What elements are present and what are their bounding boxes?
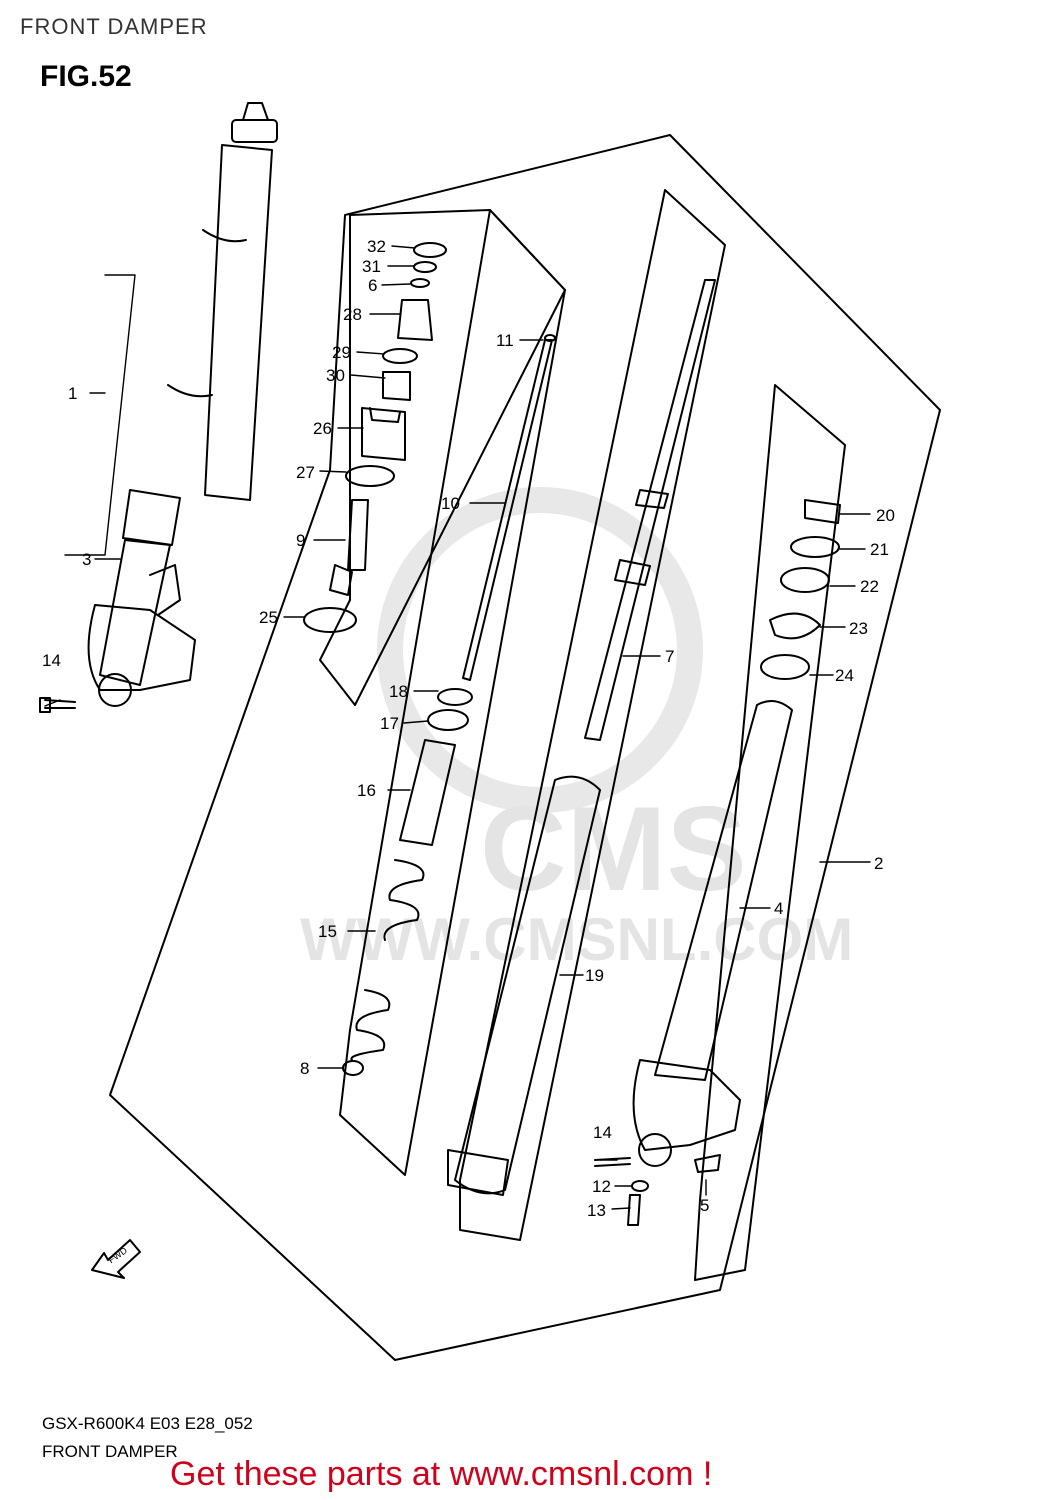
callout-20: 20 <box>876 506 895 525</box>
spring-15 <box>350 859 425 1061</box>
callout-32: 32 <box>367 237 386 256</box>
callout-29: 29 <box>332 343 351 362</box>
footer-section-title: FRONT DAMPER <box>42 1442 178 1461</box>
callout-22: 22 <box>860 577 879 596</box>
inner-tube-19 <box>447 775 601 1196</box>
callout-19: 19 <box>585 966 604 985</box>
bushing-20 <box>804 499 841 524</box>
axle-hole <box>638 1133 672 1167</box>
clip-23 <box>769 612 821 640</box>
assembly-outline <box>109 134 941 1361</box>
spacer-16 <box>399 739 456 846</box>
callout-26: 26 <box>313 419 332 438</box>
oring-6 <box>410 278 430 288</box>
callout-14-right: 14 <box>593 1123 612 1142</box>
footer-model-code: GSX-R600K4 E03 E28_052 <box>42 1414 253 1433</box>
bushing-17 <box>427 709 469 731</box>
washer-12 <box>631 1180 649 1192</box>
callout-10: 10 <box>441 494 460 513</box>
bolt-13 <box>627 1194 641 1226</box>
page-title: FRONT DAMPER <box>20 14 208 39</box>
bushing-21 <box>790 536 840 558</box>
adjuster-28 <box>397 299 433 341</box>
callout-31: 31 <box>362 257 381 276</box>
callout-labels: 1 2 3 4 5 6 7 8 9 10 11 12 13 14 14 15 1… <box>42 237 895 1265</box>
cap-group-panel <box>319 209 566 706</box>
washer-18 <box>437 688 473 706</box>
callout-21: 21 <box>870 540 889 559</box>
callout-15: 15 <box>318 922 337 941</box>
oring-29 <box>382 348 418 364</box>
callout-2: 2 <box>874 854 883 873</box>
washer-32 <box>413 242 447 258</box>
callout-6: 6 <box>368 276 377 295</box>
watermark: CMS WWW.CMSNL.COM <box>300 487 853 973</box>
washer-25 <box>303 607 357 633</box>
damper-group-panel <box>339 209 566 1176</box>
fwd-arrow <box>91 1239 141 1279</box>
callout-11: 11 <box>496 331 514 350</box>
seal-22 <box>780 567 830 593</box>
callout-5: 5 <box>700 1196 709 1215</box>
leader-lines <box>44 245 871 1210</box>
callout-25: 25 <box>259 608 278 627</box>
bolt-14-right <box>594 1157 631 1167</box>
callout-30: 30 <box>326 366 345 385</box>
outer-tube-4 <box>654 700 793 1081</box>
callout-23: 23 <box>849 619 868 638</box>
bolt-5 <box>694 1154 721 1173</box>
oring-27 <box>345 465 395 487</box>
nut-30 <box>382 371 411 401</box>
cap-bolt-26 <box>361 407 406 461</box>
cartridge-7 <box>584 279 716 741</box>
callout-18: 18 <box>389 682 408 701</box>
callout-27: 27 <box>296 463 315 482</box>
callout-28: 28 <box>343 305 362 324</box>
callout-14-left: 14 <box>42 651 61 670</box>
figure-label: FIG.52 <box>40 60 132 93</box>
bolt-14-left <box>39 697 76 713</box>
callout-24: 24 <box>835 666 854 685</box>
promo-link[interactable]: Get these parts at www.cmsnl.com ! <box>170 1455 713 1493</box>
callout-8: 8 <box>300 1059 309 1078</box>
spacer-9 <box>329 499 369 596</box>
callout-7: 7 <box>665 647 674 666</box>
callout-16: 16 <box>357 781 376 800</box>
callout-3: 3 <box>82 550 91 569</box>
oring-31 <box>413 261 437 273</box>
clip-11 <box>544 334 556 342</box>
callout-13: 13 <box>587 1201 606 1220</box>
fork-assembly-left <box>87 102 278 707</box>
callout-17: 17 <box>380 714 399 733</box>
axle-bracket <box>632 1059 741 1151</box>
callout-9: 9 <box>296 531 305 550</box>
callout-1: 1 <box>68 384 77 403</box>
rod-group-panel <box>459 189 726 1241</box>
watermark-logo-text: CMS <box>480 782 747 916</box>
callout-4: 4 <box>774 899 783 918</box>
dust-seal-24 <box>760 654 810 680</box>
callout-12: 12 <box>592 1177 611 1196</box>
outer-tube-group-panel <box>694 384 846 1281</box>
fwd-arrow-label: FWD <box>106 1245 129 1265</box>
